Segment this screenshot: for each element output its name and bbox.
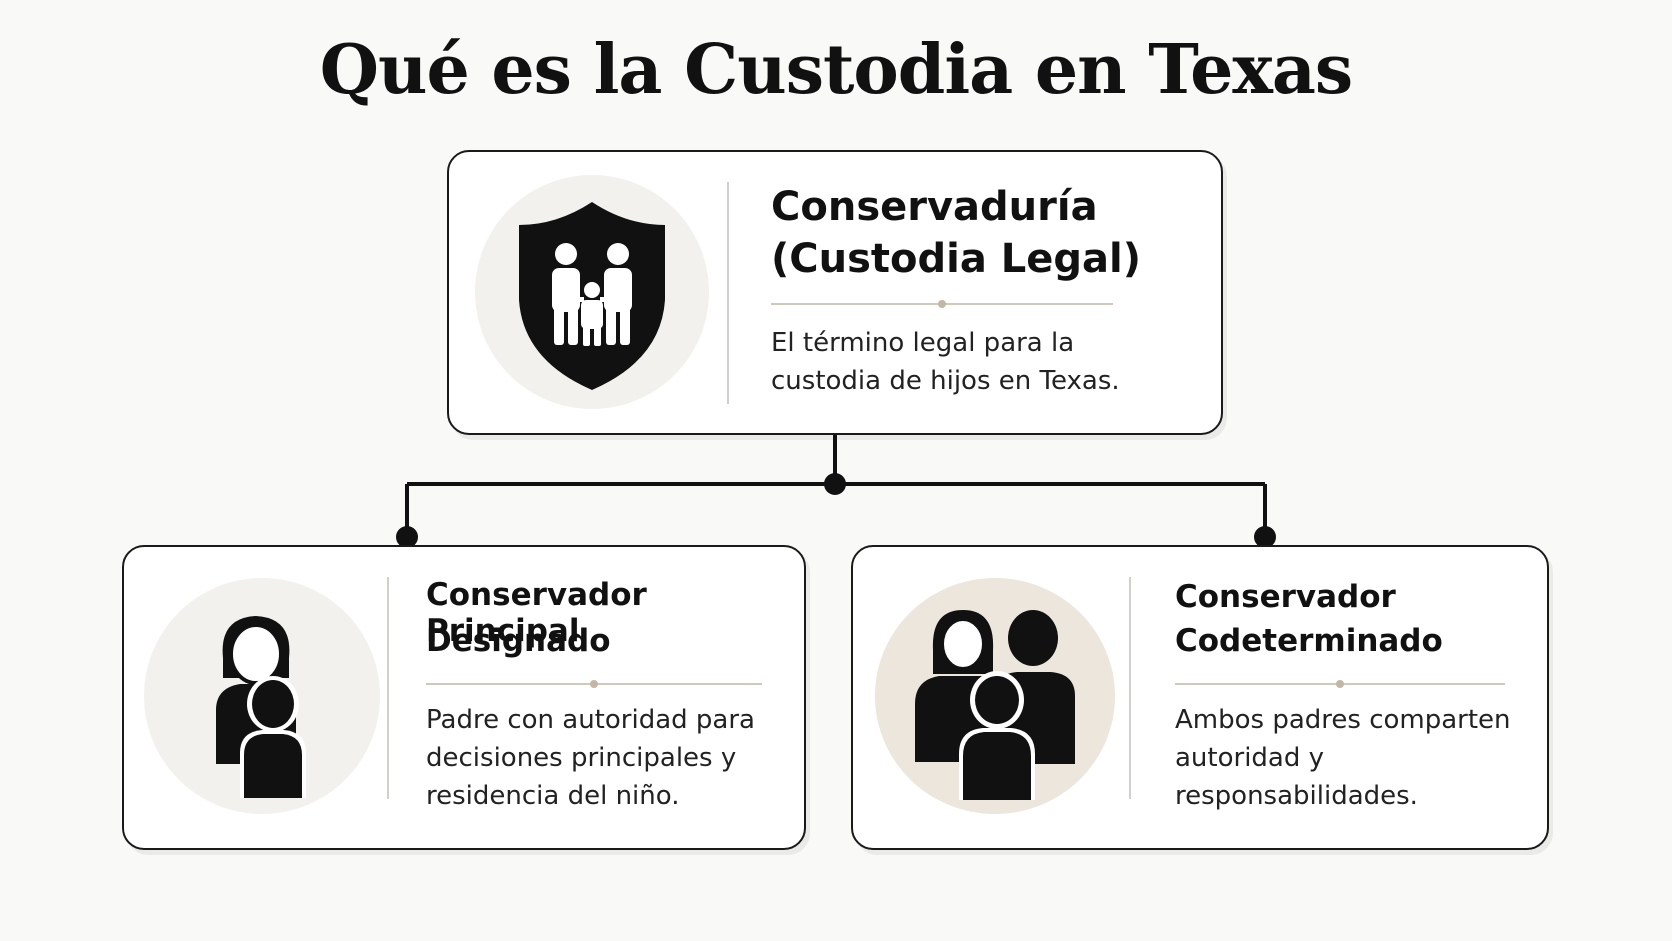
heading-line2: Designado — [426, 623, 611, 659]
connector-right-dot — [1254, 526, 1276, 548]
accent-rule — [771, 300, 1113, 308]
connector-left-dot — [396, 526, 418, 548]
heading-line1: Conservador Principal — [426, 577, 647, 649]
heading-line2: Codeterminado — [1175, 623, 1443, 659]
divider — [1129, 577, 1131, 799]
page-title: Qué es la Custodia en Texas — [319, 30, 1353, 110]
accent-rule — [1175, 680, 1505, 688]
divider — [387, 577, 389, 799]
heading-line1: Conservaduría — [771, 184, 1098, 230]
family-shield-icon — [519, 202, 665, 390]
icon-circle — [475, 175, 709, 409]
description: El término legal para la custodia de hij… — [771, 328, 1120, 396]
card-conservaduria: Conservaduría (Custodia Legal) El términ… — [447, 150, 1223, 435]
two-parents-child-icon — [915, 610, 1075, 800]
card-conservador-codeterminado: Conservador Codeterminado Ambos padres c… — [851, 545, 1549, 850]
description: Ambos padres comparten autoridad y respo… — [1175, 705, 1511, 811]
icon-circle — [875, 578, 1115, 814]
description: Padre con autoridad para decisiones prin… — [426, 705, 755, 811]
divider — [727, 182, 729, 404]
connector-hub-dot — [824, 473, 846, 495]
accent-rule — [426, 680, 762, 688]
heading-line1: Conservador — [1175, 579, 1396, 615]
heading-line2: (Custodia Legal) — [771, 236, 1142, 282]
card-conservador-principal: Conservador Principal Designado Padre co… — [122, 545, 806, 850]
parent-child-icon — [216, 616, 306, 798]
icon-circle — [144, 578, 380, 814]
